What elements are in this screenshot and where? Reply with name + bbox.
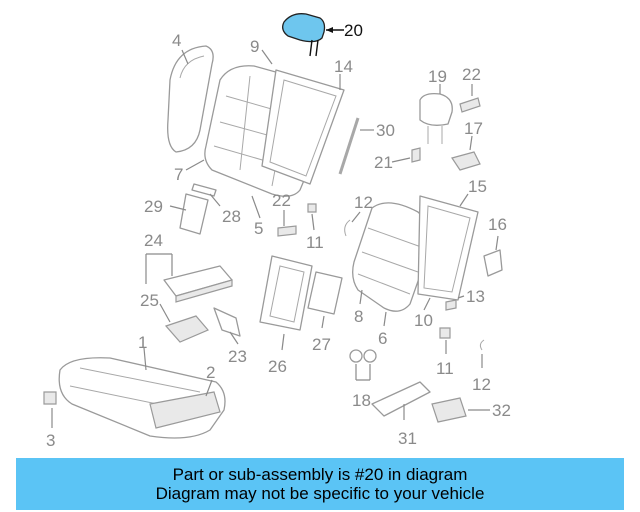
callout-3: 3 (46, 431, 55, 450)
callout-25: 25 (140, 291, 159, 310)
part-18-caps (349, 349, 377, 363)
part-24-cushion-bracket (163, 265, 233, 303)
leader-6 (383, 311, 387, 327)
part-32-module (431, 397, 467, 423)
leader-17 (469, 135, 473, 151)
banner-line-1: Part or sub-assembly is #20 in diagram (172, 465, 468, 484)
callout-27: 27 (312, 335, 331, 354)
callout-6: 6 (378, 329, 387, 348)
callout-20: 20 (344, 21, 363, 40)
callout-13: 13 (466, 287, 485, 306)
callout-11b: 11 (436, 359, 454, 378)
leader-24 (145, 253, 173, 284)
callout-22: 22 (462, 65, 481, 84)
leader-8 (359, 289, 363, 305)
callout-26: 26 (268, 357, 287, 376)
callout-5: 5 (254, 219, 263, 238)
callout-2: 2 (206, 363, 215, 382)
part-22b-guide (277, 225, 297, 237)
leader-11 (311, 213, 315, 231)
part-14-frame (261, 69, 345, 185)
part-12b-wire (479, 339, 485, 351)
callout-7: 7 (174, 165, 183, 184)
callout-19: 19 (428, 67, 447, 86)
arrowhead-20 (326, 27, 333, 33)
part-26-frame (259, 255, 313, 331)
part-22-guide (459, 97, 481, 113)
leader-4 (181, 49, 189, 65)
callout-28: 28 (222, 207, 241, 226)
part-31-rail (371, 381, 431, 417)
leader-28 (209, 193, 221, 207)
leader-10 (423, 297, 431, 311)
part-26-frame-inner (269, 265, 305, 323)
part-19-headrest (419, 92, 453, 144)
callout-18: 18 (352, 391, 371, 410)
part-25-bracket (164, 315, 209, 343)
callout-32: 32 (492, 401, 511, 420)
part-4-bolster (167, 45, 214, 153)
part-30-rod (338, 117, 360, 175)
leader-1 (143, 347, 147, 371)
callout-14: 14 (334, 57, 353, 76)
leader-21 (391, 157, 411, 163)
banner-line-2: Diagram may not be specific to your vehi… (155, 484, 485, 503)
part-21-clip (411, 147, 421, 163)
callout-4: 4 (172, 31, 181, 50)
part-17-latch (451, 151, 481, 171)
leader-5 (251, 195, 261, 219)
callout-31: 31 (398, 429, 417, 448)
leader-18 (355, 364, 371, 381)
part-29-panel (179, 193, 209, 235)
part-27-panel (307, 271, 343, 315)
callout-30: 30 (376, 121, 395, 140)
leader-26 (281, 333, 285, 351)
callout-1: 1 (138, 333, 147, 352)
part-1-seat-cushion (58, 357, 226, 439)
part-front-seatback (352, 195, 479, 312)
part-3-clip (43, 391, 57, 405)
callout-23: 23 (228, 347, 247, 366)
callout-12b: 12 (472, 375, 491, 394)
part-20-headrest[interactable] (282, 13, 326, 57)
leader-12 (351, 211, 361, 223)
info-banner: Part or sub-assembly is #20 in diagram D… (16, 458, 624, 510)
leader-25 (159, 303, 171, 323)
callout-11: 11 (306, 233, 324, 252)
leader-23 (229, 331, 239, 345)
callout-17: 17 (464, 119, 483, 138)
leader-15 (459, 193, 469, 207)
callout-9: 9 (250, 37, 259, 56)
part-28-panel (191, 183, 217, 197)
leader-13 (457, 295, 465, 299)
part-16-trim (483, 249, 503, 277)
part-11b-clip (439, 327, 451, 339)
callout-21: 21 (374, 153, 393, 172)
callout-15: 15 (468, 177, 487, 196)
callout-24: 24 (144, 231, 163, 250)
callout-12: 12 (354, 193, 373, 212)
callout-10: 10 (414, 311, 433, 330)
leader-7 (185, 159, 205, 171)
leader-9 (261, 49, 273, 65)
leader-27 (321, 315, 325, 329)
callout-8: 8 (354, 307, 363, 326)
callout-22b: 22 (272, 191, 291, 210)
part-11-clip (307, 203, 317, 213)
part-12-wire (344, 219, 351, 237)
callout-16: 16 (488, 215, 507, 234)
leader-16 (495, 235, 499, 251)
callout-29: 29 (144, 197, 163, 216)
leader-2 (205, 379, 213, 397)
part-23-trim (213, 307, 241, 337)
leader-29 (169, 205, 187, 211)
part-13-clip (445, 299, 457, 311)
